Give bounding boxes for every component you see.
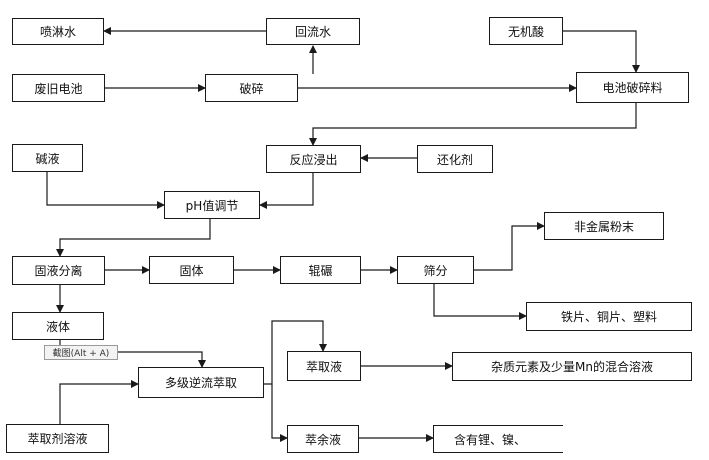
arrow-acid-to-crushedmaterial	[563, 30, 640, 73]
node-nonmetal-powder: 非金属粉末	[544, 212, 664, 240]
node-alkali-solution: 碱液	[12, 144, 83, 172]
arrow-extraction-to-raffinate	[271, 384, 288, 442]
node-inorganic-acid: 无机酸	[489, 17, 563, 45]
node-battery-crushed-material: 电池破碎料	[576, 72, 689, 103]
node-ph-adjust: pH值调节	[164, 191, 260, 219]
arrow-alkali-to-ph	[46, 172, 165, 209]
node-liquid: 液体	[12, 312, 104, 340]
node-extract-liquid: 萃取液	[287, 351, 361, 381]
screenshot-tooltip: 截图(Alt + A)	[44, 345, 118, 360]
node-extractant-solution: 萃取剂溶液	[6, 424, 109, 453]
node-solid-liquid-separation: 固液分离	[12, 256, 105, 285]
node-crushing: 破碎	[205, 74, 298, 102]
node-return-water: 回流水	[266, 18, 360, 45]
node-solid: 固体	[149, 256, 234, 284]
node-raffinate: 萃余液	[287, 425, 359, 453]
arrow-screening-to-nonmetal	[474, 222, 545, 271]
node-waste-battery: 废旧电池	[12, 74, 105, 102]
node-multistage-extraction: 多级逆流萃取	[138, 367, 264, 398]
node-reaction-leaching: 反应浸出	[266, 145, 361, 173]
node-reducing-agent: 还化剂	[417, 145, 493, 173]
arrow-crushedmaterial-to-leaching	[309, 103, 637, 146]
node-rolling: 辊碾	[280, 256, 361, 284]
node-spray-water: 喷淋水	[12, 18, 104, 45]
node-contains-li-ni: 含有锂、镍、	[433, 425, 563, 453]
arrow-ph-to-separation	[56, 219, 211, 257]
node-screening: 筛分	[397, 256, 474, 284]
arrow-extractant-to-extraction	[59, 380, 139, 424]
arrow-leaching-to-ph	[259, 173, 314, 209]
arrow-screening-to-metals	[433, 284, 527, 320]
arrow-extraction-to-extract	[264, 320, 327, 385]
node-impurity-mixture: 杂质元素及少量Mn的混合溶液	[452, 352, 692, 381]
node-iron-copper-plastic: 铁片、铜片、塑料	[526, 302, 692, 331]
